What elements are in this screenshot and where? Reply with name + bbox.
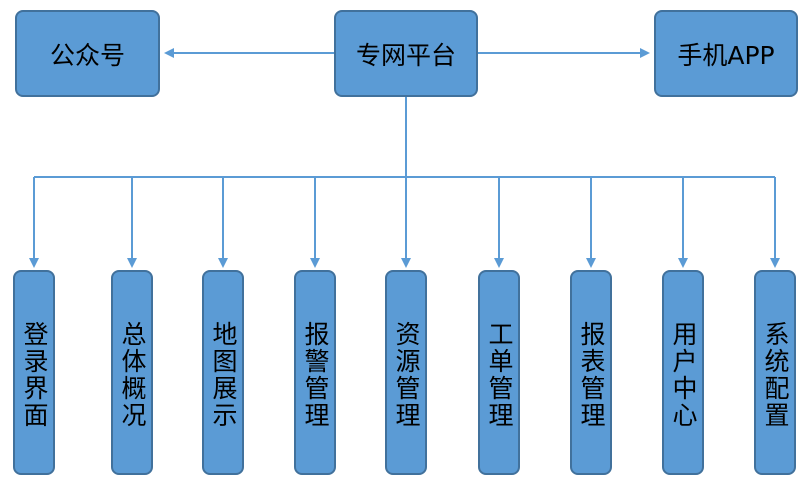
module-resource: 资源管理 <box>385 270 427 475</box>
module-login: 登录界面 <box>13 270 55 475</box>
module-resource-label: 资源管理 <box>392 320 421 429</box>
module-work-order-label: 工单管理 <box>485 320 514 429</box>
module-overview: 总体概况 <box>111 270 153 475</box>
module-user-center-label: 用户中心 <box>669 320 698 429</box>
module-alarm: 报警管理 <box>294 270 336 475</box>
module-report-label: 报表管理 <box>577 320 606 429</box>
module-map: 地图展示 <box>202 270 244 475</box>
official-account-label: 公众号 <box>49 40 125 70</box>
mobile-app-node: 手机APP <box>654 10 798 97</box>
private-network-platform-label: 专网平台 <box>355 40 456 70</box>
module-work-order: 工单管理 <box>478 270 520 475</box>
module-system-config: 系统配置 <box>754 270 796 475</box>
module-report: 报表管理 <box>570 270 612 475</box>
module-overview-label: 总体概况 <box>118 320 147 429</box>
module-alarm-label: 报警管理 <box>301 320 330 429</box>
module-map-label: 地图展示 <box>209 320 238 429</box>
module-login-label: 登录界面 <box>20 320 49 429</box>
mobile-app-label: 手机APP <box>677 40 775 70</box>
module-user-center: 用户中心 <box>662 270 704 475</box>
private-network-platform-node: 专网平台 <box>334 10 478 97</box>
module-system-config-label: 系统配置 <box>761 320 790 429</box>
official-account-node: 公众号 <box>15 10 160 97</box>
